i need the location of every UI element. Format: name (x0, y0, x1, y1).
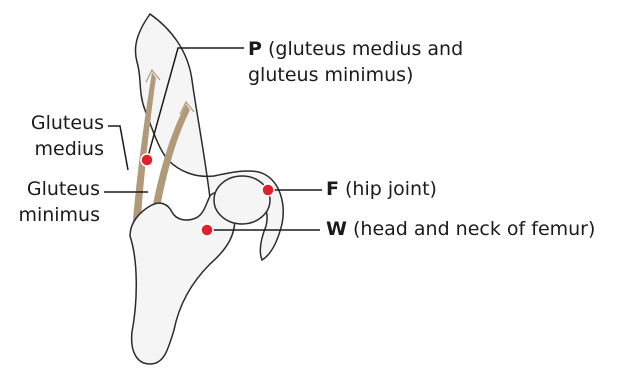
femur-bone (130, 193, 235, 364)
point-w (201, 224, 213, 236)
label-w: W (head and neck of femur) (326, 216, 595, 242)
point-f (262, 184, 274, 196)
point-p (141, 154, 153, 166)
label-f-letter: F (326, 178, 339, 200)
label-gluteus-minimus: Gluteus minimus (0, 176, 100, 228)
label-gluteus-minimus-line2: minimus (0, 202, 100, 228)
label-f: F (hip joint) (326, 176, 437, 202)
label-w-letter: W (326, 218, 347, 240)
label-gluteus-minimus-line1: Gluteus (0, 176, 100, 202)
label-f-text: (hip joint) (339, 178, 437, 200)
label-p-letter: P (248, 38, 262, 60)
label-gluteus-medius-line1: Gluteus (0, 110, 104, 136)
label-p-line1: (gluteus medius and (262, 38, 463, 60)
label-gluteus-medius-line2: medius (0, 136, 104, 162)
label-p: P (gluteus medius and gluteus minimus) (248, 36, 463, 88)
femoral-head (214, 176, 270, 224)
label-p-line2: gluteus minimus) (248, 62, 463, 88)
leader-gluteus-medius (108, 126, 128, 170)
label-gluteus-medius: Gluteus medius (0, 110, 104, 162)
label-w-text: (head and neck of femur) (347, 218, 595, 240)
